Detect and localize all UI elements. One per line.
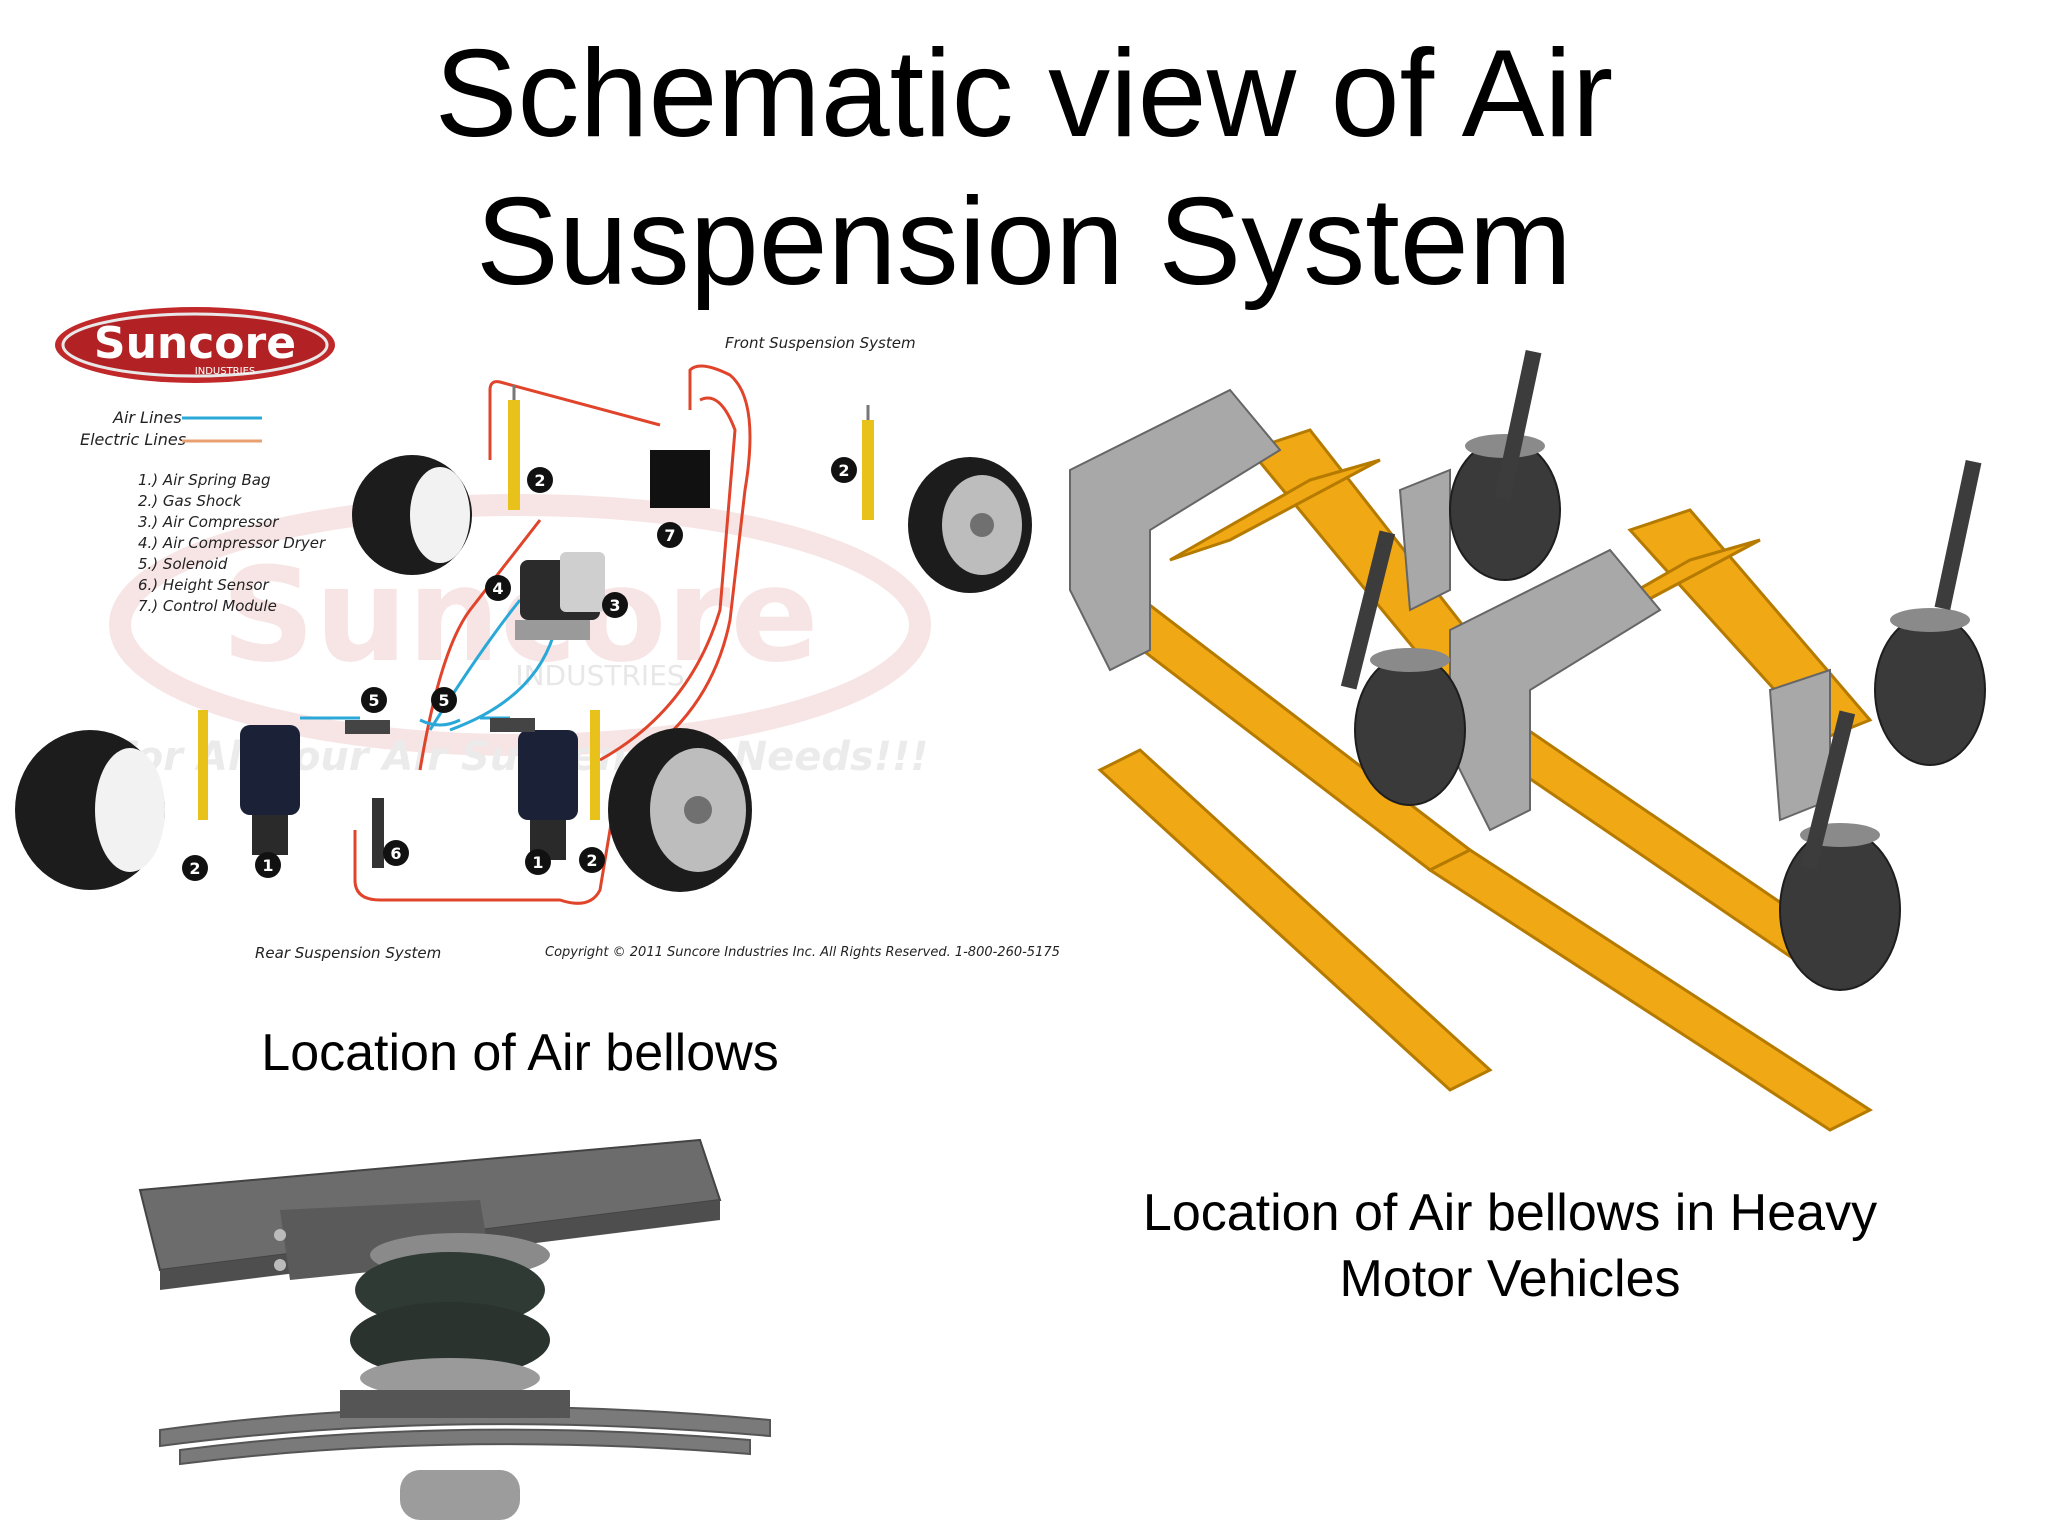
marker-3: [602, 592, 628, 618]
electric-lines: [353, 364, 752, 905]
marker-2-rear-right: [579, 847, 605, 873]
slide-title: Schematic view of Air Suspension System: [0, 20, 2048, 316]
marker-2-front-right: [831, 457, 857, 483]
component-item: 1.) Air Spring Bag: [138, 471, 270, 489]
solenoid-left: [345, 720, 390, 734]
gas-shock-front-left: [508, 385, 520, 510]
control-module: [650, 450, 710, 508]
line-legend: Air Lines Electric Lines: [80, 408, 262, 449]
gas-shock-rear-left: [198, 710, 208, 820]
logo-sub: INDUSTRIES: [195, 366, 255, 377]
svg-text:6: 6: [390, 844, 401, 863]
svg-text:2: 2: [534, 471, 545, 490]
component-item: 2.) Gas Shock: [138, 492, 243, 510]
svg-text:2: 2: [586, 851, 597, 870]
svg-text:5: 5: [438, 691, 449, 710]
air-compressor: [515, 552, 605, 640]
svg-text:2: 2: [189, 859, 200, 878]
slide-title-line1: Schematic view of Air: [434, 25, 1614, 163]
logo-brand: Suncore: [94, 318, 296, 369]
leaf-spring-air-bellow-illustration: [138, 1138, 771, 1520]
heavy-air-bellows: [1354, 439, 1986, 991]
component-item: 7.) Control Module: [138, 597, 277, 615]
suncore-logo: Suncore INDUSTRIES: [55, 307, 335, 383]
svg-text:1: 1: [262, 856, 273, 875]
air-suspension-schematic: Suncore INDUSTRIES For All Your Air Susp…: [15, 307, 1060, 962]
marker-2-front-left: [527, 467, 553, 493]
marker-2-rear-left: [182, 855, 208, 881]
legend-electric-label: Electric Lines: [80, 430, 186, 449]
gas-shock-front-right: [862, 405, 874, 520]
marker-5-left: [361, 687, 387, 713]
gas-shock-rear-right: [590, 710, 600, 820]
tire-front-left: [352, 455, 472, 575]
marker-7: [657, 522, 683, 548]
marker-1-right: [525, 849, 551, 875]
marker-6: [383, 840, 409, 866]
front-suspension-label: Front Suspension System: [725, 334, 916, 352]
marker-5-right: [431, 687, 457, 713]
watermark-sub: INDUSTRIES: [515, 659, 684, 692]
component-item: 4.) Air Compressor Dryer: [138, 534, 326, 552]
axle-mount: [340, 1390, 570, 1520]
caption-heavy-line1: Location of Air bellows in Heavy: [1142, 1184, 1878, 1242]
rear-suspension-label: Rear Suspension System: [255, 944, 441, 962]
tire-rear-right: [608, 728, 752, 892]
solenoid-right: [490, 718, 535, 732]
svg-text:5: 5: [368, 691, 379, 710]
tire-rear-left: [15, 730, 165, 890]
slide-title-line2: Suspension System: [476, 173, 1572, 311]
heavy-frame-left: [1087, 428, 1493, 1092]
marker-1-left: [255, 852, 281, 878]
heavy-vehicle-suspension-illustration: [1069, 349, 1986, 1132]
marker-4: [485, 575, 511, 601]
svg-text:4: 4: [492, 579, 503, 598]
component-item: 3.) Air Compressor: [138, 513, 279, 531]
air-bellow: [350, 1233, 550, 1398]
air-spring-bag-right: [518, 730, 578, 860]
air-spring-bag-left: [240, 725, 300, 855]
component-item: 5.) Solenoid: [138, 555, 228, 573]
height-sensor: [372, 798, 384, 868]
hanger-brackets: [1069, 388, 1831, 832]
svg-text:3: 3: [609, 596, 620, 615]
caption-heavy-line2: Motor Vehicles: [1339, 1250, 1681, 1308]
component-item: 6.) Height Sensor: [138, 576, 270, 594]
component-list: 1.) Air Spring Bag 2.) Gas Shock 3.) Air…: [138, 471, 326, 615]
legend-air-label: Air Lines: [112, 408, 182, 427]
component-markers: 2 7 2 4 3 5 5 6 2 1 1 2: [182, 457, 857, 881]
caption-air-bellows: Location of Air bellows: [261, 1024, 779, 1082]
copyright-text: Copyright © 2011 Suncore Industries Inc.…: [545, 945, 1060, 960]
svg-text:1: 1: [532, 853, 543, 872]
svg-text:7: 7: [664, 526, 675, 545]
caption-heavy-vehicles: Location of Air bellows in Heavy Motor V…: [1040, 1180, 1980, 1312]
heavy-shocks: [1340, 349, 1982, 870]
tire-front-right: [908, 457, 1032, 593]
svg-text:2: 2: [838, 461, 849, 480]
